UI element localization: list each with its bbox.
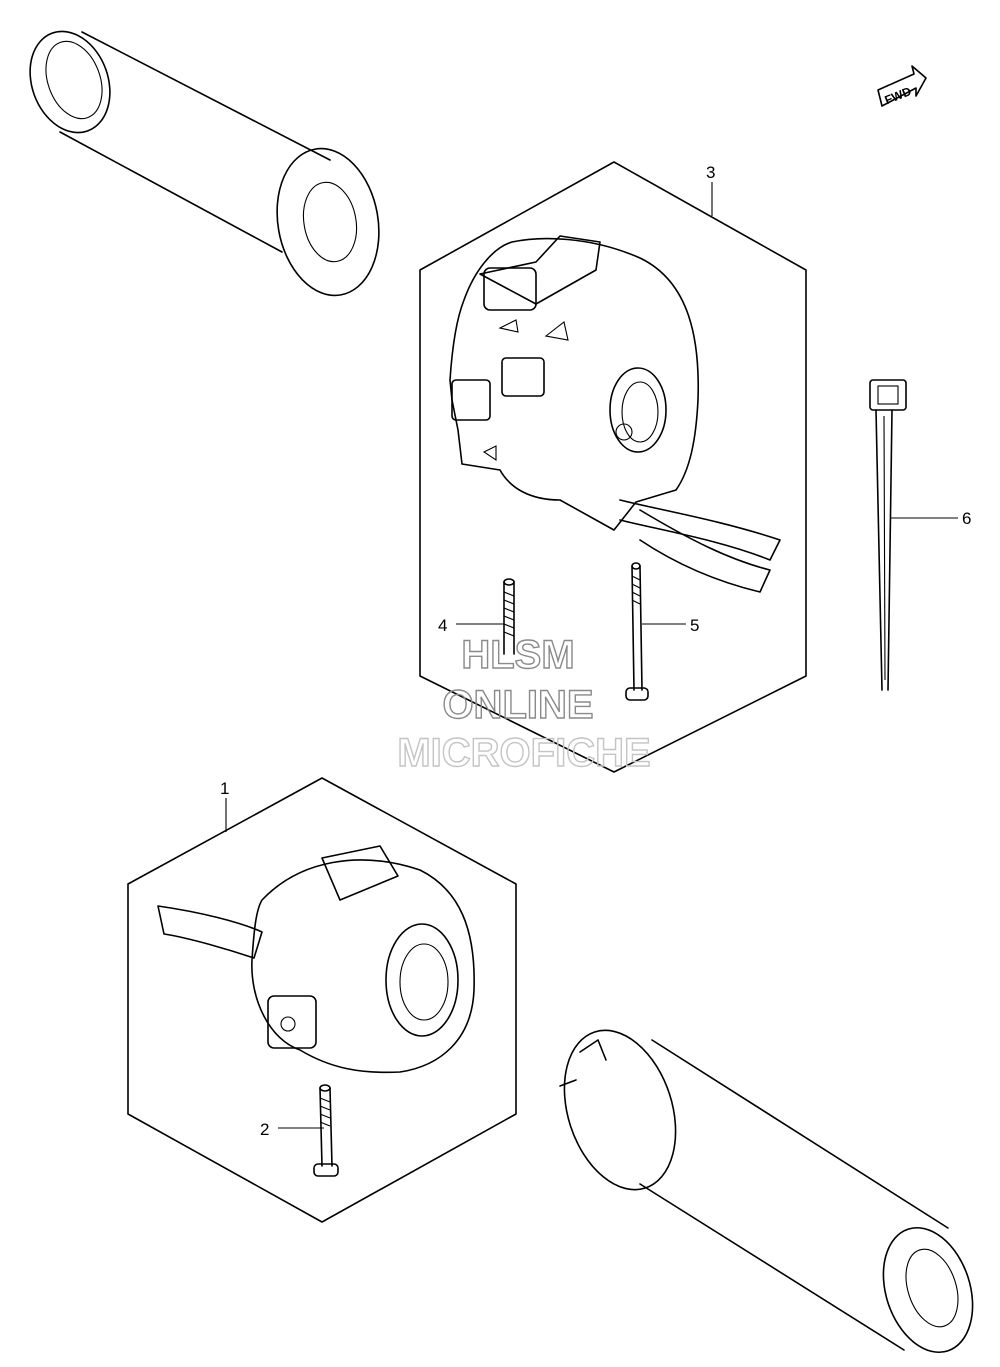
callout-2: 2 [260,1120,269,1139]
left-switch-assembly [157,845,475,1074]
screw-5 [625,562,649,701]
left-grip [29,30,380,297]
callout-6: 6 [962,509,971,528]
assembly-3-boundary [419,161,807,773]
watermark-line-2: ONLINE [442,683,593,727]
cable-tie [869,379,907,691]
assembly-1-boundary [127,777,517,1223]
screw-2 [313,1084,339,1177]
callout-4: 4 [438,616,447,635]
watermark: HLSM ONLINE MICROFICHE [397,632,652,775]
fwd-arrow: FWD [877,65,927,107]
screw-4 [503,578,515,655]
callout-3: 3 [706,163,715,182]
right-switch-assembly [449,235,781,593]
leader-lines [225,182,958,1129]
watermark-line-3: MICROFICHE [397,731,650,775]
fwd-label: FWD [883,84,914,107]
watermark-line-1: HLSM [461,633,574,677]
callout-5: 5 [690,616,699,635]
right-grip [559,1029,974,1354]
callout-1: 1 [220,779,229,798]
